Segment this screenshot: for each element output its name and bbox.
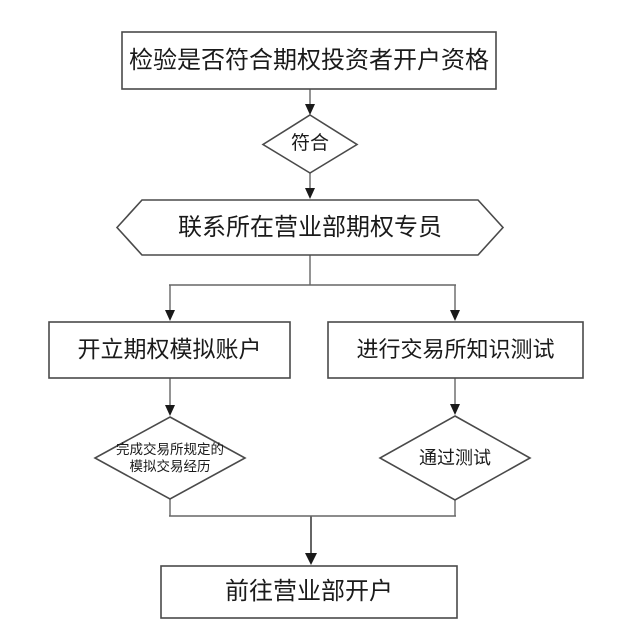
connector-lines <box>169 89 456 556</box>
pass-test-diamond <box>378 415 532 501</box>
knowledge-test-box <box>327 321 584 379</box>
arrowhead-to-sim-diamond <box>165 405 175 416</box>
sim-experience-label-line2: 模拟交易经历 <box>129 459 211 474</box>
pass-test-label: 通过测试 <box>419 447 491 468</box>
arrowhead-to-contact <box>305 188 315 199</box>
arrowhead-to-sim-box <box>165 310 175 321</box>
node-shapes <box>48 31 584 619</box>
go-open-account-label: 前往营业部开户 <box>225 579 393 605</box>
sim-experience-label-line1: 完成交易所规定的 <box>116 442 224 457</box>
check-eligibility-label: 检验是否符合期权投资者开户资格 <box>129 47 489 74</box>
knowledge-test-label: 进行交易所知识测试 <box>356 337 555 363</box>
go-open-account-box <box>160 565 458 619</box>
arrowhead-to-test-diamond <box>450 404 460 415</box>
arrowhead-to-eligible <box>305 104 315 115</box>
eligible-label: 符合 <box>290 133 329 155</box>
sim-experience-label: 完成交易所规定的 模拟交易经历 <box>95 417 245 499</box>
sim-experience-diamond <box>93 416 247 500</box>
contact-specialist-hexagon <box>115 199 505 256</box>
open-sim-account-label: 开立期权模拟账户 <box>77 336 262 362</box>
open-sim-account-box <box>48 321 291 379</box>
check-eligibility-box <box>121 31 497 90</box>
arrowhead-to-final <box>305 553 317 565</box>
arrowhead-to-test-box <box>450 310 460 321</box>
contact-specialist-label: 联系所在营业部期权专员 <box>178 214 442 241</box>
arrowheads <box>165 104 460 565</box>
eligible-diamond <box>261 114 359 174</box>
